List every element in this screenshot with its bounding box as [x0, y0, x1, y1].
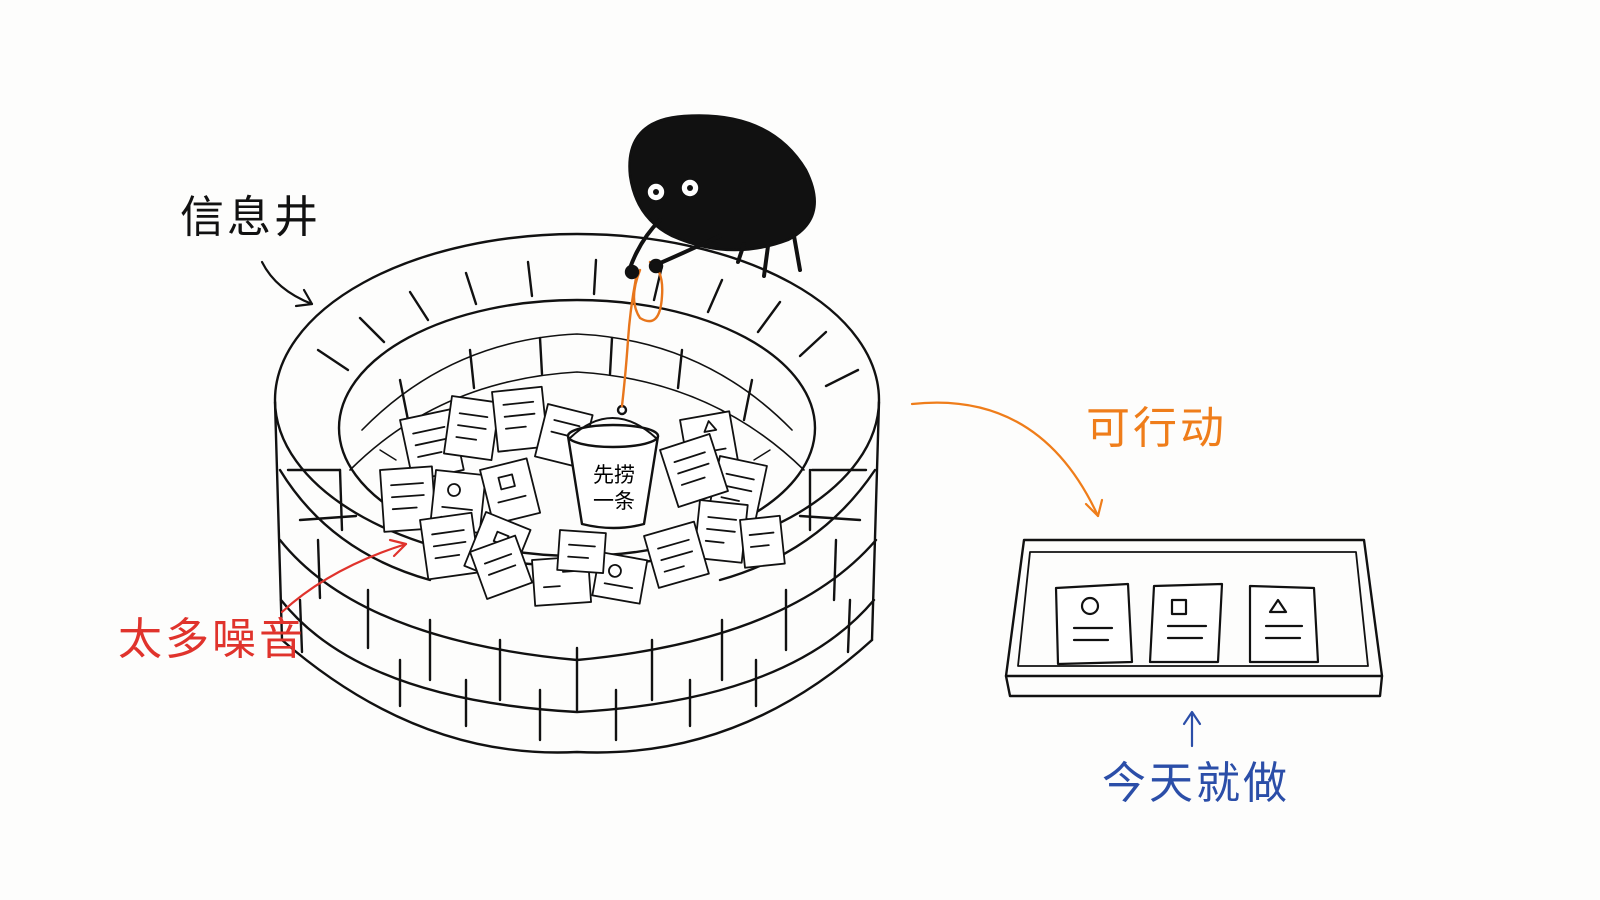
action-tray	[1004, 538, 1384, 698]
actionable-label: 可行动	[1086, 403, 1227, 454]
today-arrow	[1182, 710, 1202, 748]
bucket-label-line2: 一条	[593, 489, 635, 513]
noise-label-arrow	[280, 538, 408, 614]
square-icon	[1170, 598, 1188, 616]
well-label: 信息井	[180, 192, 321, 243]
actionable-arrow	[910, 401, 1104, 518]
circle-icon	[1080, 596, 1100, 616]
tray-card-3	[1248, 584, 1320, 664]
triangle-icon	[1268, 598, 1288, 614]
information-well	[273, 232, 881, 754]
bucket-label: 先捞 一条	[578, 462, 650, 514]
rope	[620, 260, 664, 408]
tray-card-2	[1148, 582, 1224, 664]
noise-papers	[379, 385, 786, 607]
bucket-label-line1: 先捞	[593, 463, 635, 487]
blob-creature	[624, 114, 816, 280]
tray-card-1	[1054, 582, 1134, 666]
well-label-arrow	[260, 260, 314, 308]
noise-label: 太多噪音	[118, 614, 306, 665]
today-label: 今天就做	[1102, 758, 1290, 809]
